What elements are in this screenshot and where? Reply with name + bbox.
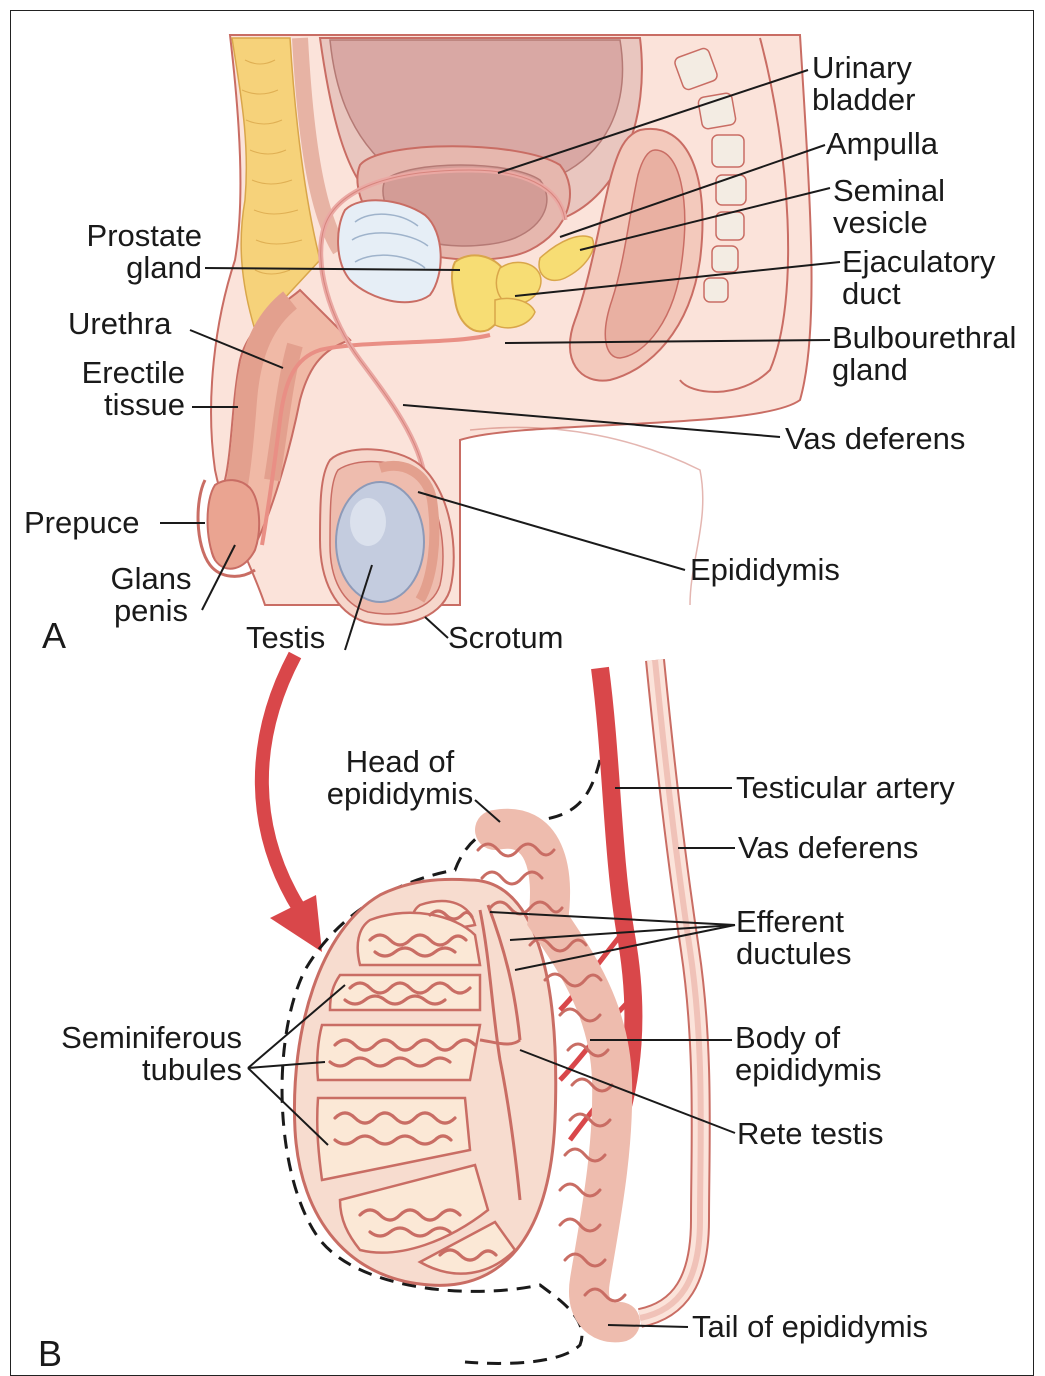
label-rete-testis: Rete testis <box>737 1118 883 1150</box>
label-prepuce: Prepuce <box>24 507 139 539</box>
label-ampulla: Ampulla <box>826 128 938 160</box>
label-testicular-artery: Testicular artery <box>736 772 955 804</box>
label-urethra: Urethra <box>68 308 171 340</box>
label-prostate-gland: Prostate gland <box>40 220 202 284</box>
label-testis: Testis <box>246 622 325 654</box>
label-seminiferous-tubules: Seminiferous tubules <box>20 1022 242 1086</box>
label-ejaculatory-duct: Ejaculatory duct <box>842 246 995 310</box>
testis-a <box>336 482 424 602</box>
magnify-arrow <box>262 655 300 910</box>
label-seminal-vesicle: Seminal vesicle <box>833 175 945 239</box>
label-bulbourethral-gland: Bulbourethral gland <box>832 322 1016 386</box>
glans-penis <box>208 480 260 569</box>
label-body-of-epididymis: Body of epididymis <box>735 1022 881 1086</box>
label-urinary-bladder: Urinary bladder <box>812 52 915 116</box>
label-glans-penis: Glans penis <box>96 563 206 627</box>
label-erectile-tissue: Erectile tissue <box>40 357 185 421</box>
panel-b-letter: B <box>38 1336 62 1372</box>
label-head-of-epididymis: Head of epididymis <box>300 746 500 810</box>
panel-a-letter: A <box>42 618 66 654</box>
label-epididymis: Epididymis <box>690 554 840 586</box>
label-scrotum: Scrotum <box>448 622 563 654</box>
label-vas-deferens-b: Vas deferens <box>738 832 918 864</box>
label-tail-of-epididymis: Tail of epididymis <box>692 1311 928 1343</box>
label-vas-deferens-a: Vas deferens <box>785 423 965 455</box>
label-efferent-ductules: Efferent ductules <box>736 906 851 970</box>
